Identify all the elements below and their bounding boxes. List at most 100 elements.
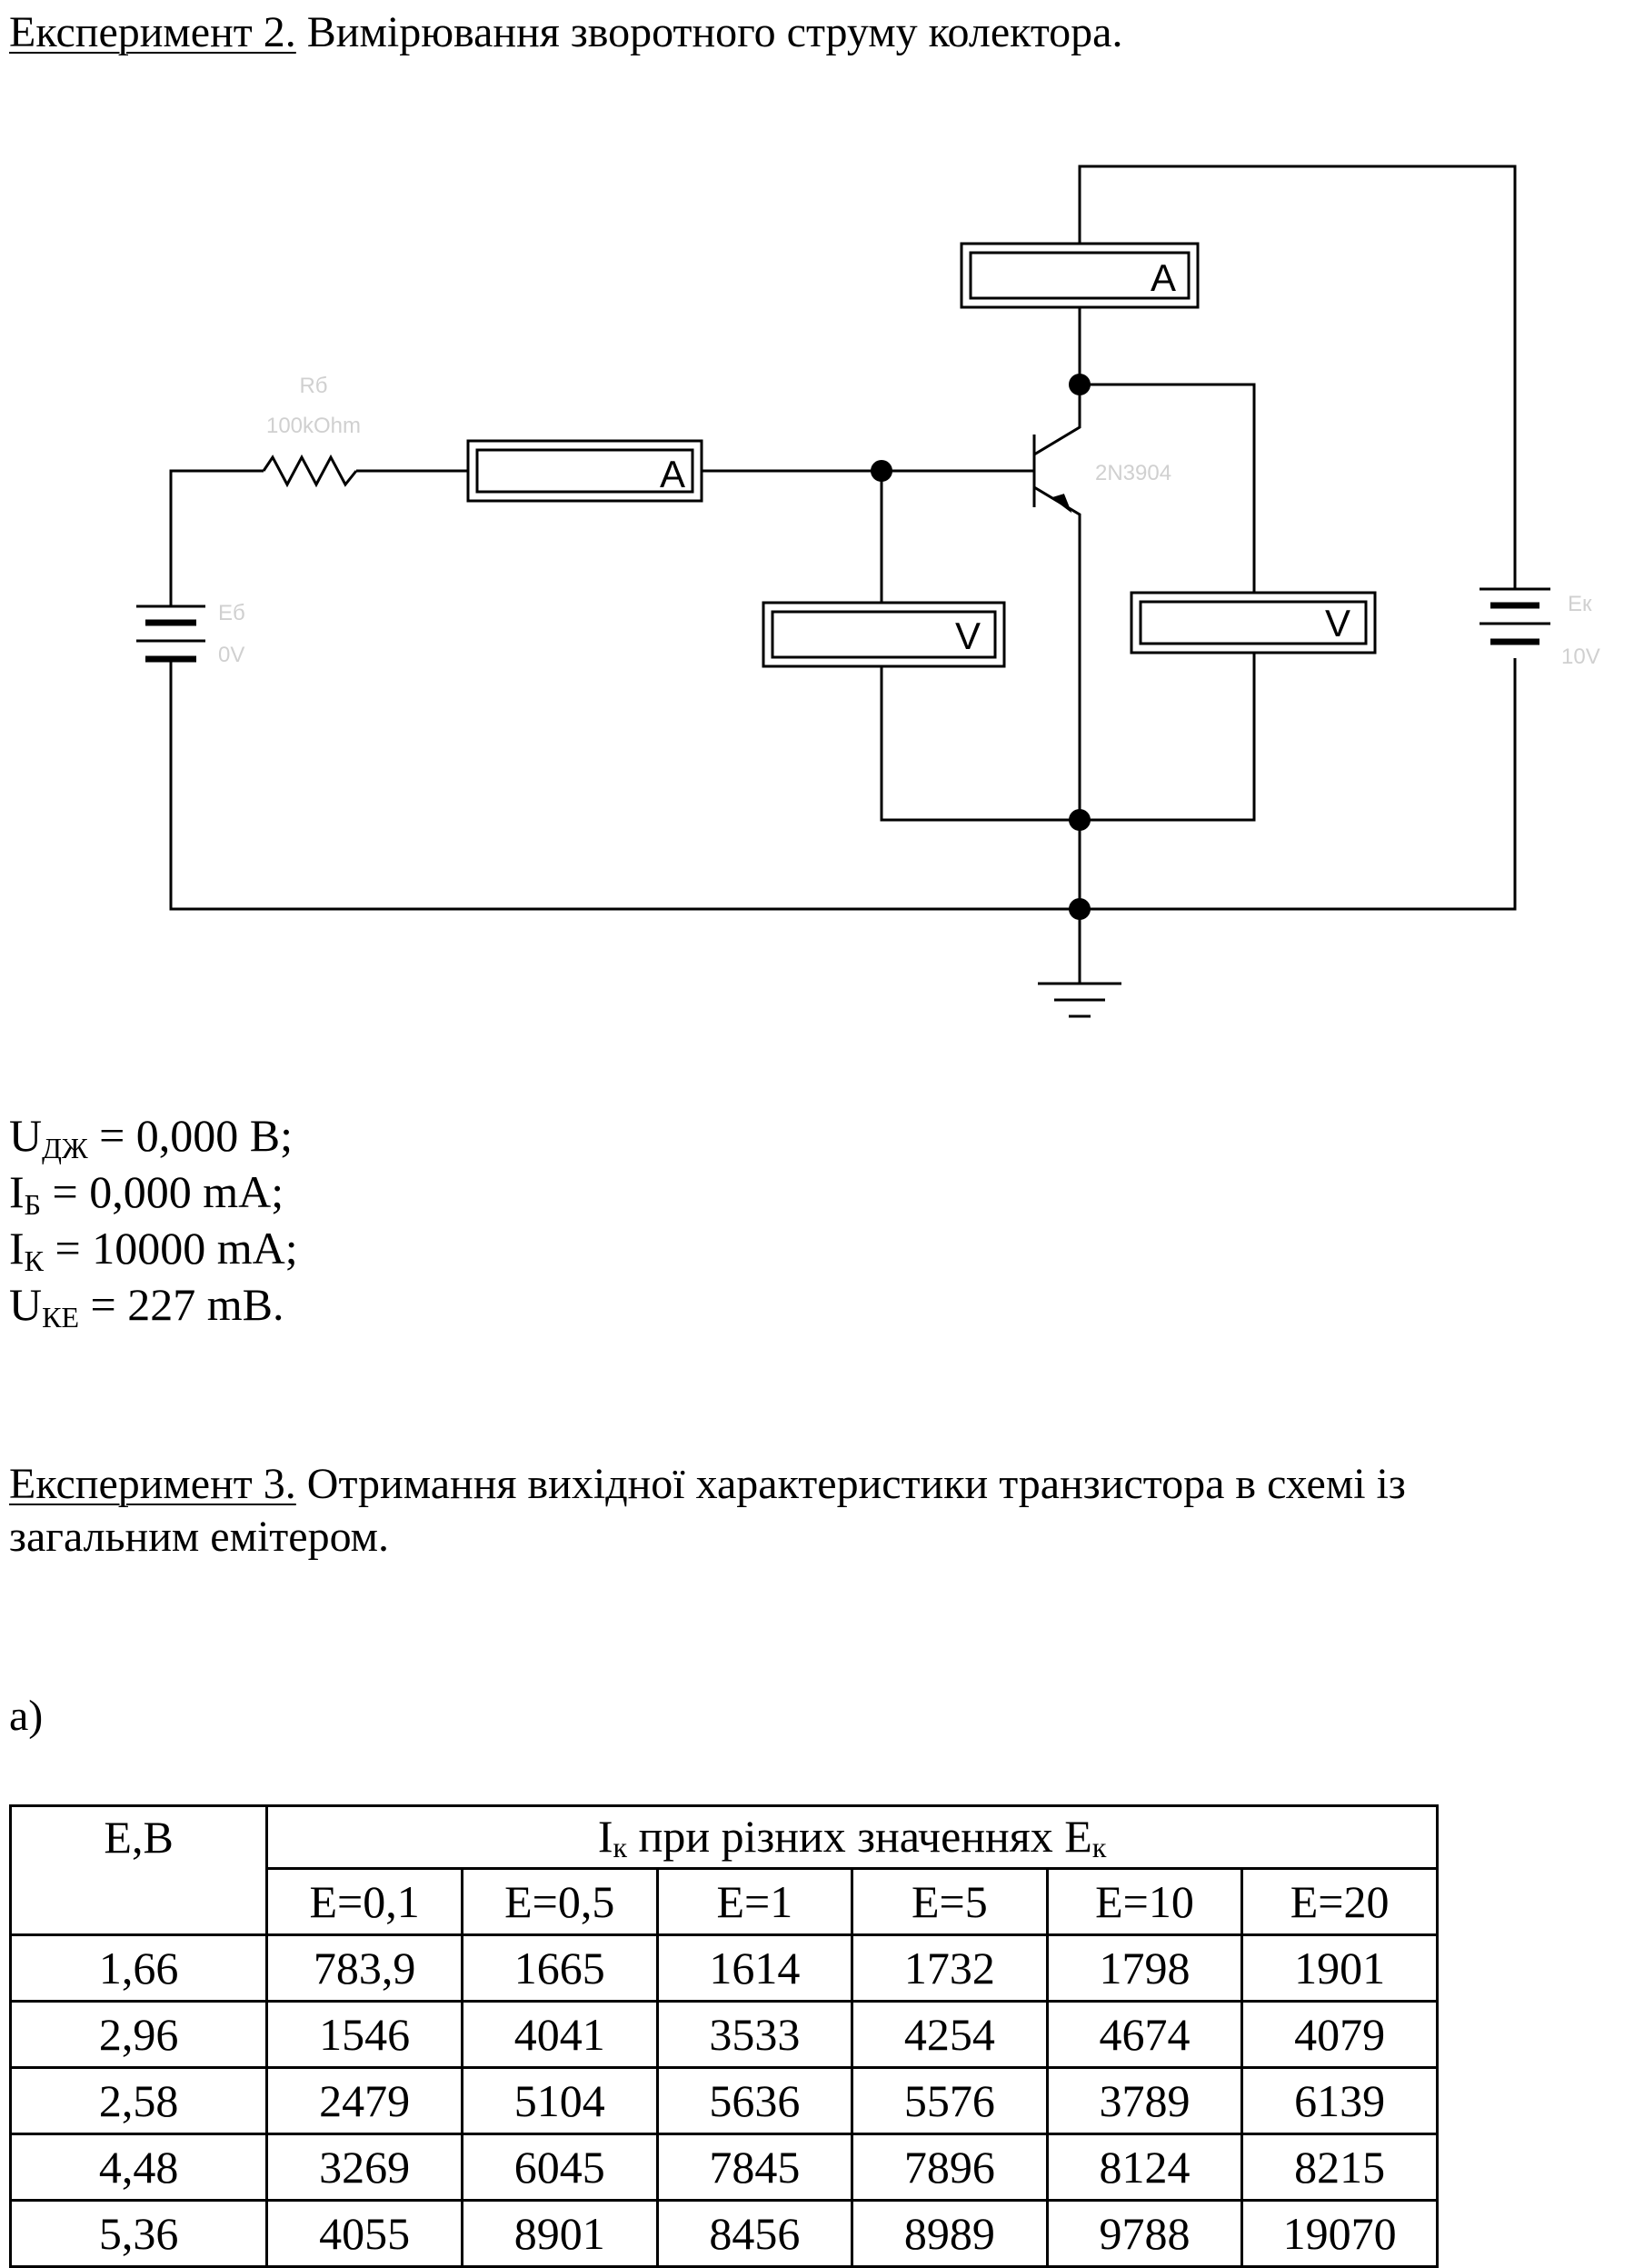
table-cell: 3789 <box>1045 2066 1244 2135</box>
i-k-symbol: I <box>9 1223 25 1274</box>
voltmeter-base-letter: V <box>955 614 981 657</box>
ground-icon <box>1038 982 1121 1018</box>
battery-ek-icon <box>1480 587 1550 645</box>
u-dzh-value: = 0,000 В; <box>87 1110 294 1161</box>
i-k-value: = 10000 mA; <box>44 1223 298 1274</box>
header-cell: Е=5 <box>851 1867 1049 1936</box>
ik-sub: к <box>613 1831 628 1863</box>
header-cell: Е=0,1 <box>265 1867 463 1936</box>
table-cell: 6139 <box>1240 2066 1439 2135</box>
junction-base <box>871 460 892 482</box>
exp3-title-line2: загальним емітером. <box>9 1513 390 1561</box>
table-cell: 8124 <box>1045 2133 1244 2202</box>
table-cell: 783,9 <box>265 1933 463 2003</box>
measurement-u-dzh: UДЖ = 0,000 В; <box>9 1109 293 1174</box>
table-cell: 3533 <box>655 2000 854 2069</box>
table-cell: 7896 <box>851 2133 1049 2202</box>
measurement-i-k: IК = 10000 mA; <box>9 1222 298 1287</box>
exp3-label: Експеримент 3. <box>9 1460 296 1508</box>
u-ke-symbol: U <box>9 1279 43 1330</box>
ek-sub: к <box>1091 1831 1107 1863</box>
row-e-cell: 2,58 <box>8 2066 269 2135</box>
row-e-cell: 2,96 <box>8 2000 269 2069</box>
table-row: 1,66 783,9 1665 1614 1732 1798 1901 <box>8 1933 1439 2003</box>
header-cell: Е=0,5 <box>460 1867 659 1936</box>
table-cell: 3269 <box>265 2133 463 2202</box>
exp3-title-line1: Отримання вихідної характеристики транзи… <box>306 1460 1406 1508</box>
rb-name-label: Rб <box>299 374 327 398</box>
transistor-arrow-icon <box>1051 494 1072 514</box>
ammeter-base: A <box>466 439 703 503</box>
exp2-label: Експеримент 2. <box>9 8 296 56</box>
header-cell: Е=10 <box>1045 1867 1244 1936</box>
junction-emitter <box>1069 809 1091 831</box>
i-k-sub: К <box>24 1244 44 1277</box>
measurement-i-b: IБ = 0,000 mA; <box>9 1165 284 1231</box>
u-dzh-sub: ДЖ <box>42 1132 88 1164</box>
table-cell: 5636 <box>655 2066 854 2135</box>
table-cell: 4041 <box>460 2000 659 2069</box>
transistor-collector <box>1033 385 1081 456</box>
table-cell: 8456 <box>655 2199 854 2268</box>
row-e-cell: 4,48 <box>8 2133 269 2202</box>
table-cell: 6045 <box>460 2133 659 2202</box>
table-cell: 1798 <box>1045 1933 1244 2003</box>
ik-symbol: I <box>597 1811 613 1862</box>
measurement-u-ke: UКЕ = 227 mB. <box>9 1278 284 1344</box>
table-row: 4,48 3269 6045 7845 7896 8124 8215 <box>8 2133 1439 2202</box>
exp3-heading: Експеримент 3. Отримання вихідної характ… <box>9 1459 1406 1510</box>
table-cell: 4079 <box>1240 2000 1439 2069</box>
battery-eb-icon <box>136 604 205 663</box>
voltmeter-ce-letter: V <box>1325 602 1350 644</box>
transistor-emitter <box>1033 485 1081 909</box>
table-cell: 9788 <box>1045 2199 1244 2268</box>
header-ik-group: Iк при різних значеннях Eк <box>265 1804 1439 1870</box>
wire-voltmeter-emitter <box>880 666 1080 822</box>
wire-bottom-left <box>169 659 1080 911</box>
junction-collector <box>1069 374 1091 395</box>
data-table: Е,В Iк при різних значеннях Eк Е=0,1 Е=0… <box>8 1804 1439 2268</box>
table-cell: 4254 <box>851 2000 1049 2069</box>
table-cell: 8901 <box>460 2199 659 2268</box>
u-ke-sub: КЕ <box>42 1301 79 1334</box>
table-cell: 19070 <box>1240 2199 1439 2268</box>
ik-mid: при різних значеннях E <box>627 1811 1092 1862</box>
circuit-diagram: A A V V Rб 100kOhm Eб 0V 2N3904 Eк 10V <box>136 165 1600 1018</box>
table-cell: 8989 <box>851 2199 1049 2268</box>
ek-value-label: 10V <box>1561 644 1600 669</box>
wire-bottom-right <box>1080 658 1517 911</box>
ammeter-collector: A <box>960 242 1200 309</box>
i-b-value: = 0,000 mA; <box>41 1166 284 1217</box>
u-ke-value: = 227 mB. <box>79 1279 284 1330</box>
table-subheader-row: Е=0,1 Е=0,5 Е=1 Е=5 Е=10 Е=20 <box>11 1867 1439 1936</box>
table-cell: 1732 <box>851 1933 1049 2003</box>
i-b-sub: Б <box>24 1188 42 1221</box>
table-row: 5,36 4055 8901 8456 8989 9788 19070 <box>8 2199 1439 2268</box>
header-cell: Е=1 <box>655 1867 854 1936</box>
junction-ground <box>1069 898 1091 920</box>
table-cell: 8215 <box>1240 2133 1439 2202</box>
junction-dots <box>871 374 1091 920</box>
table-cell: 4055 <box>265 2199 463 2268</box>
table-cell: 2479 <box>265 2066 463 2135</box>
ammeter-base-letter: A <box>660 453 685 495</box>
table-cell: 5576 <box>851 2066 1049 2135</box>
exp2-heading: Експеримент 2. Вимірювання зворотного ст… <box>9 7 1122 58</box>
table-cell: 4674 <box>1045 2000 1244 2069</box>
table-cell: 5104 <box>460 2066 659 2135</box>
wire-left-top <box>169 469 264 606</box>
table-cell: 1665 <box>460 1933 659 2003</box>
wire-voltmeter-ground <box>1080 653 1256 822</box>
table-header-row: Е,В Iк при різних значеннях Eк <box>8 1804 1439 1936</box>
voltmeter-ce: V <box>1130 591 1377 654</box>
rb-resistor <box>262 454 358 488</box>
table-cell: 1546 <box>265 2000 463 2069</box>
part-a-label: а) <box>9 1692 44 1740</box>
exp2-title: Вимірювання зворотного струму колектора. <box>306 8 1123 56</box>
wire-collector-voltmeter <box>1080 383 1256 593</box>
header-cell: Е=20 <box>1240 1867 1439 1936</box>
table-cell: 7845 <box>655 2133 854 2202</box>
header-eb: Е,В <box>8 1804 269 1936</box>
eb-value-label: 0V <box>218 643 244 667</box>
voltmeter-base: V <box>762 601 1006 668</box>
